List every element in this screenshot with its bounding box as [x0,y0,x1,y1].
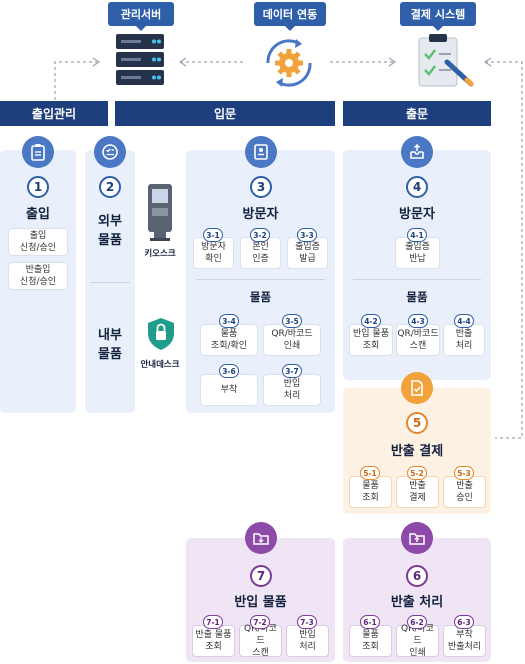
document-icon [401,372,433,404]
step3-code-5: 3-5 [282,314,302,328]
step4-code-1: 4-1 [407,228,427,242]
tag-payment-system: 결제 시스템 [400,2,476,26]
step3-box-6: 부착 [200,374,258,406]
step3-number: 3 [250,176,272,198]
step3-code-4: 3-4 [219,314,239,328]
server-icon [116,34,164,85]
step5-number: 5 [406,412,428,434]
id-card-icon [245,136,277,168]
inbox-out-icon [401,136,433,168]
step3-code-1: 3-1 [203,228,223,242]
step6-code-1: 6-1 [360,615,380,629]
step1-title: 출입 [26,207,50,222]
step3-code-7: 3-7 [282,364,302,378]
step7-code-2: 7-2 [250,615,270,629]
section-inbound: 입문 [115,101,335,126]
step6-code-2: 6-2 [407,615,427,629]
step1-box-carry: 반출입 신청/승인 [8,262,68,290]
step2-number: 2 [99,176,121,198]
section-access: 출입관리 [0,101,108,126]
step3-box-7: 반입 처리 [263,374,321,406]
step6-box-3: 부착 반출처리 [443,625,486,657]
desk-label: 안내데스크 [140,360,180,370]
step4-box-3: QR/바코드 스캔 [396,324,440,356]
step7-box-2: QR/바코드 스캔 [239,624,282,658]
step6-number: 6 [406,565,428,587]
step3-box-2: 본인 인증 [240,237,281,269]
shield-icon [148,318,174,350]
step4-number: 4 [406,176,428,198]
step4-code-4: 4-4 [454,314,474,328]
step7-number: 7 [250,565,272,587]
step1-box-access: 출입 신청/승인 [8,228,68,256]
step5-code-1: 5-1 [360,466,380,480]
kiosk-icon [148,184,172,241]
step3-box-4: 물품 조회/확인 [200,324,258,356]
step5-code-3: 5-3 [454,466,474,480]
step6-code-3: 6-3 [454,615,474,629]
tag-data-link: 데이터 연동 [254,2,326,26]
step6-title: 반출 처리 [390,595,444,610]
step3-code-6: 3-6 [219,364,239,378]
step5-title: 반출 결제 [390,444,444,459]
step3-box-5: QR/바코드 인쇄 [263,324,321,356]
step4-title: 방문자 [399,207,435,222]
step4-box-4: 반출 처리 [443,324,485,356]
step7-title: 반입 물품 [234,595,287,610]
tag-admin-server: 관리서버 [108,2,174,26]
kiosk-label: 키오스크 [144,249,176,259]
folder-out-icon [401,522,433,554]
step3-title: 방문자 [242,207,279,222]
step6-box-1: 물품 조회 [349,625,392,657]
step3-code-2: 3-2 [250,228,270,242]
step7-box-1: 반출 물품 조회 [192,625,235,657]
clipboard-check-icon [418,34,474,87]
clipboard-icon [22,136,54,168]
step2-internal: 내부 물품 [98,328,122,362]
step6-box-2: QR/바코드 인쇄 [396,624,439,658]
step5-box-3: 반출 승인 [443,476,486,508]
step5-code-2: 5-2 [407,466,427,480]
step4-code-2: 4-2 [361,314,381,328]
step4-code-3: 4-3 [408,314,428,328]
step2-external: 외부 물품 [98,214,122,248]
step3-code-3: 3-3 [297,228,317,242]
step1-number: 1 [27,176,49,198]
step3-goods-title: 물품 [249,290,272,304]
folder-in-icon [245,522,277,554]
section-outbound: 출문 [343,101,491,126]
step7-code-1: 7-1 [203,615,223,629]
step5-box-1: 물품 조회 [349,476,392,508]
gear-sync-icon [266,39,312,87]
step3-box-3: 출입증 발급 [287,237,328,269]
checklist-icon [94,136,126,168]
step4-goods-title: 물품 [406,290,428,304]
step7-code-3: 7-3 [297,615,317,629]
step4-box-2: 반입 물품 조회 [349,324,393,356]
step5-box-2: 반출 결제 [396,476,439,508]
step4-box-1: 출입증 반납 [395,237,440,269]
step7-box-3: 반입 처리 [286,625,329,657]
